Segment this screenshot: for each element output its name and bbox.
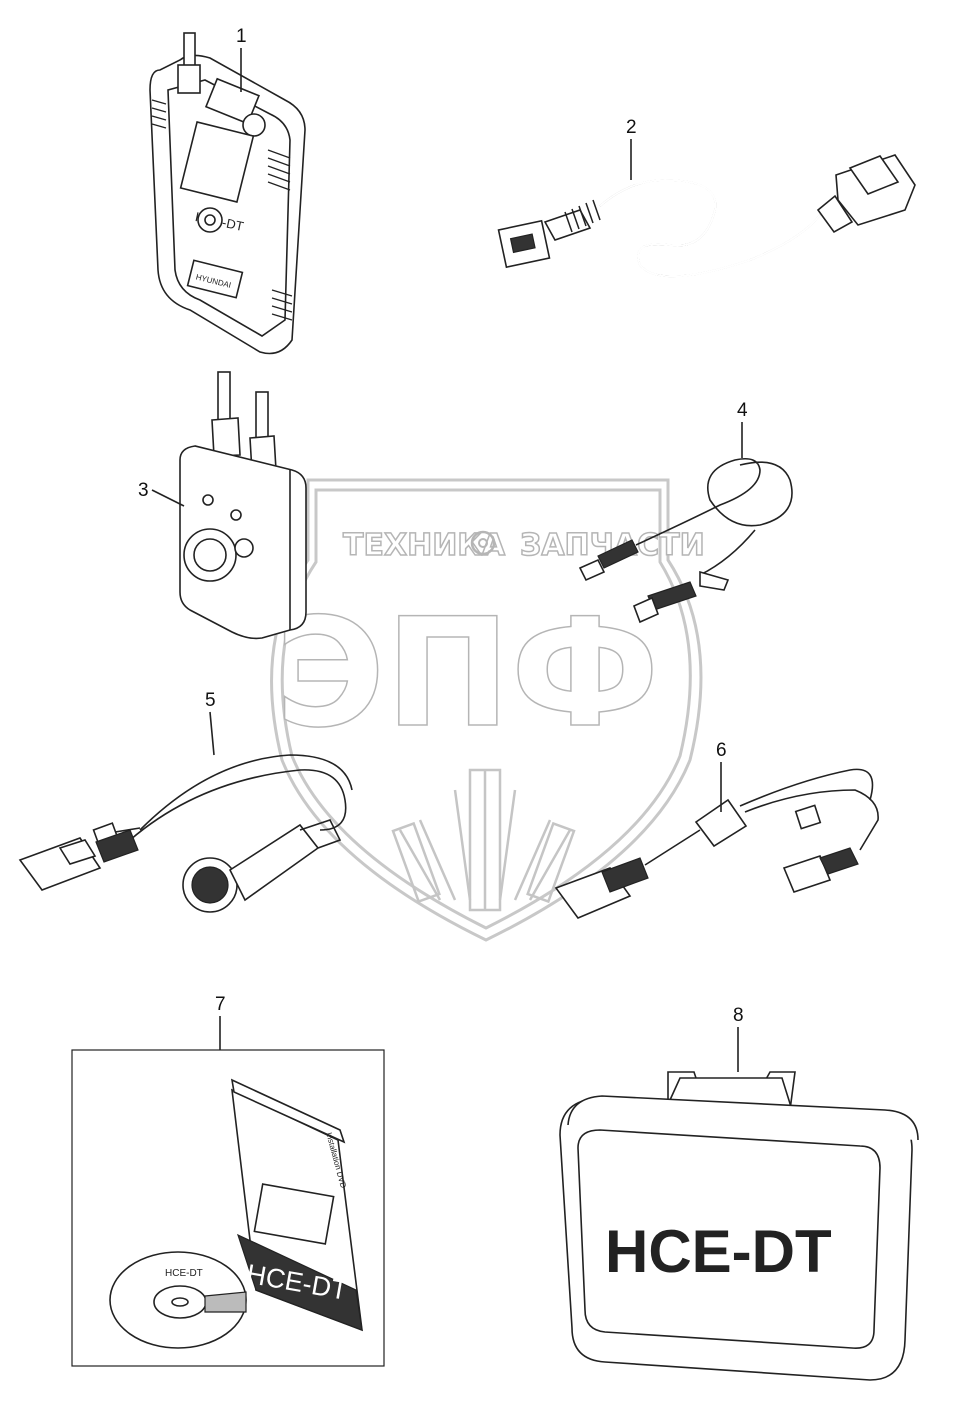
callout-5: 5 <box>205 690 216 711</box>
wheat-ears-icon <box>391 768 576 912</box>
usb-cable <box>578 457 793 624</box>
callout-3: 3 <box>138 480 149 501</box>
callout-8: 8 <box>733 1005 744 1026</box>
callout-4: 4 <box>737 400 748 421</box>
diagnostic-device: HCE-DT HYUNDAI <box>149 32 306 355</box>
callout-2: 2 <box>626 117 637 138</box>
obd-cable <box>497 154 916 278</box>
vci-module <box>179 371 307 640</box>
gear-icon <box>470 530 496 556</box>
callouts: 1 2 3 4 5 6 7 8 <box>138 26 748 1072</box>
callout-1: 1 <box>236 26 247 47</box>
carry-case: HCE-DT <box>559 1071 919 1381</box>
watermark-shield: ТЕХНИКА ЗАПЧАСТИ ЭПФ <box>270 478 705 942</box>
y-adapter-cable <box>554 768 879 919</box>
round-adapter-cable <box>18 754 353 913</box>
callout-7: 7 <box>215 994 226 1015</box>
disc-label: HCE-DT <box>165 1268 203 1279</box>
case-label: HCE-DT <box>605 1218 832 1285</box>
callout-6: 6 <box>716 740 727 761</box>
manual-and-dvd: HCE-DT Installation DVD HCE-DT <box>71 1049 385 1367</box>
watermark-big-text: ЭПФ <box>275 587 659 761</box>
